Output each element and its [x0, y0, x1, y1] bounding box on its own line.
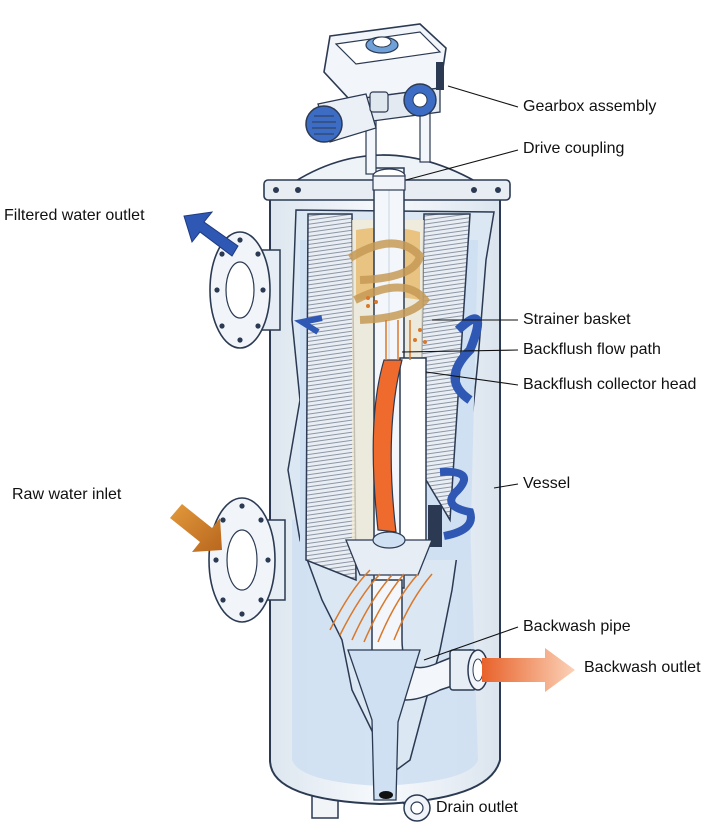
label-backflush-collector-head: Backflush collector head [523, 376, 696, 394]
backwash-outlet-nozzle [450, 648, 575, 692]
filtered-outlet-nozzle [210, 232, 280, 348]
label-gearbox-assembly: Gearbox assembly [523, 98, 656, 116]
raw-inlet-arrow [170, 504, 222, 552]
label-strainer-basket: Strainer basket [523, 311, 631, 329]
label-raw-water-inlet: Raw water inlet [12, 486, 121, 504]
filtered-outlet-arrow [184, 212, 238, 256]
label-backwash-pipe: Backwash pipe [523, 618, 631, 636]
gearbox-assembly [306, 24, 446, 174]
drive-coupling [373, 169, 405, 190]
label-backflush-flow-path: Backflush flow path [523, 341, 661, 359]
label-backwash-outlet: Backwash outlet [584, 659, 701, 677]
label-drive-coupling: Drive coupling [523, 140, 624, 158]
label-filtered-water-outlet: Filtered water outlet [4, 207, 145, 225]
label-drain-outlet: Drain outlet [436, 799, 518, 817]
label-vessel: Vessel [523, 475, 570, 493]
